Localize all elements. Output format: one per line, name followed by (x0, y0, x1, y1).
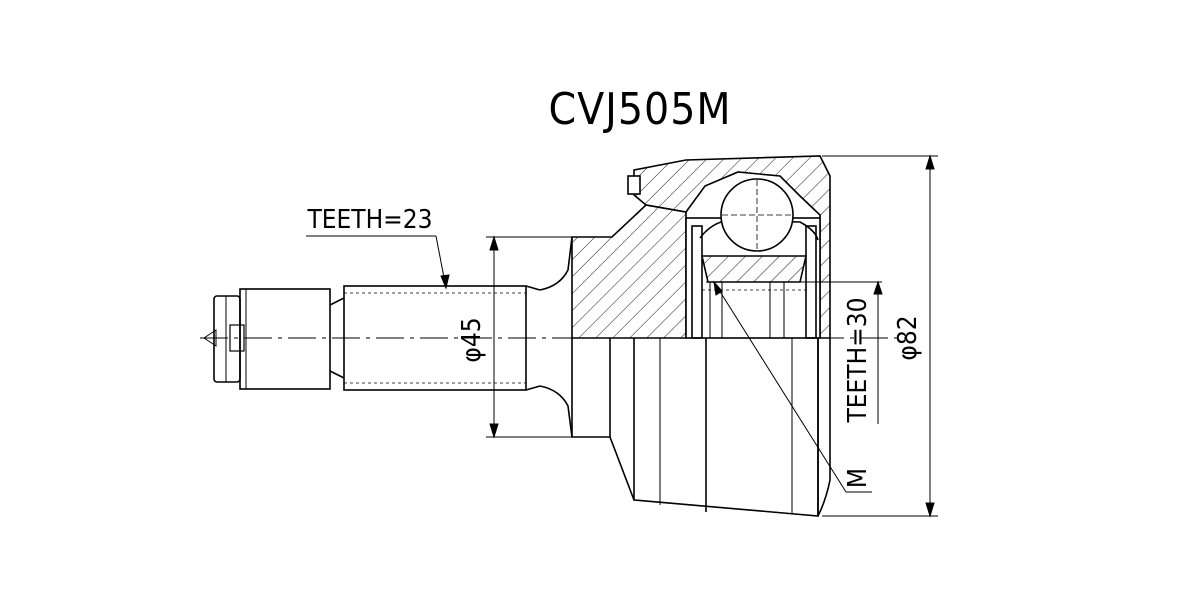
shaft-diameter-label: φ45 (457, 317, 487, 362)
leader-shaft-teeth (306, 235, 450, 290)
dimension-inner-teeth (706, 280, 883, 424)
ball (720, 178, 794, 252)
inner-teeth-label: TEETH=30 (843, 297, 873, 423)
splined-shaft (343, 236, 573, 438)
shaft-teeth-label: TEETH=23 (306, 205, 432, 235)
outer-housing-lower (609, 338, 831, 517)
shaft-end (203, 288, 345, 390)
leader-mark (713, 280, 872, 493)
mark-label: M (843, 468, 873, 488)
dimension-outer-diameter (822, 154, 938, 518)
part-number-title: CVJ505M (548, 84, 731, 135)
dimension-shaft-diameter (486, 235, 572, 439)
outline (200, 155, 905, 517)
outer-housing-section (627, 155, 831, 339)
outer-diameter-label: φ82 (893, 315, 923, 360)
